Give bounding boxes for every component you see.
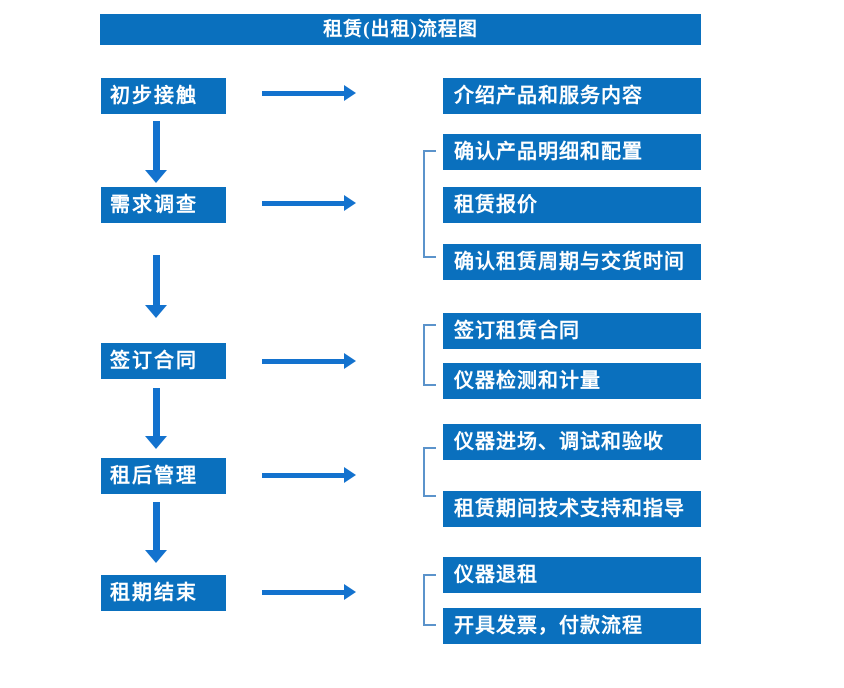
arrow-shaft <box>262 472 344 478</box>
output-box: 介绍产品和服务内容 <box>443 78 701 114</box>
output-box: 仪器进场、调试和验收 <box>443 424 701 460</box>
arrow-head <box>145 170 167 183</box>
arrow-shaft <box>152 255 160 305</box>
arrow-head <box>344 85 356 101</box>
output-box: 签订租赁合同 <box>443 313 701 349</box>
group-bracket <box>423 150 436 258</box>
arrow-shaft <box>262 589 344 595</box>
output-box: 仪器检测和计量 <box>443 363 701 399</box>
step-box-post-rental-management: 租后管理 <box>101 458 226 494</box>
arrow-down-icon <box>145 388 167 449</box>
arrow-head <box>344 584 356 600</box>
arrow-head <box>145 550 167 563</box>
arrow-right-icon <box>262 353 356 369</box>
output-box: 租赁期间技术支持和指导 <box>443 491 701 527</box>
arrow-head <box>145 305 167 318</box>
arrow-head <box>344 353 356 369</box>
arrow-right-icon <box>262 467 356 483</box>
diagram-title: 租赁(出租)流程图 <box>100 14 701 45</box>
output-box: 仪器退租 <box>443 557 701 593</box>
arrow-shaft <box>262 200 344 206</box>
group-bracket <box>423 574 436 626</box>
arrow-shaft <box>152 502 160 550</box>
output-box: 确认产品明细和配置 <box>443 134 701 170</box>
arrow-shaft <box>262 358 344 364</box>
group-bracket <box>423 447 436 497</box>
output-box: 开具发票，付款流程 <box>443 608 701 644</box>
step-box-sign-contract: 签订合同 <box>101 343 226 379</box>
output-box: 确认租赁周期与交货时间 <box>443 244 701 280</box>
step-box-initial-contact: 初步接触 <box>101 78 226 114</box>
step-box-demand-survey: 需求调查 <box>101 187 226 223</box>
arrow-head <box>344 467 356 483</box>
arrow-right-icon <box>262 195 356 211</box>
group-bracket <box>423 324 436 386</box>
arrow-shaft <box>152 121 160 170</box>
output-box: 租赁报价 <box>443 187 701 223</box>
arrow-down-icon <box>145 121 167 183</box>
arrow-right-icon <box>262 584 356 600</box>
arrow-shaft <box>152 388 160 436</box>
arrow-head <box>344 195 356 211</box>
arrow-head <box>145 436 167 449</box>
step-box-lease-end: 租期结束 <box>101 575 226 611</box>
arrow-shaft <box>262 90 344 96</box>
arrow-right-icon <box>262 85 356 101</box>
arrow-down-icon <box>145 502 167 563</box>
arrow-down-icon <box>145 255 167 318</box>
